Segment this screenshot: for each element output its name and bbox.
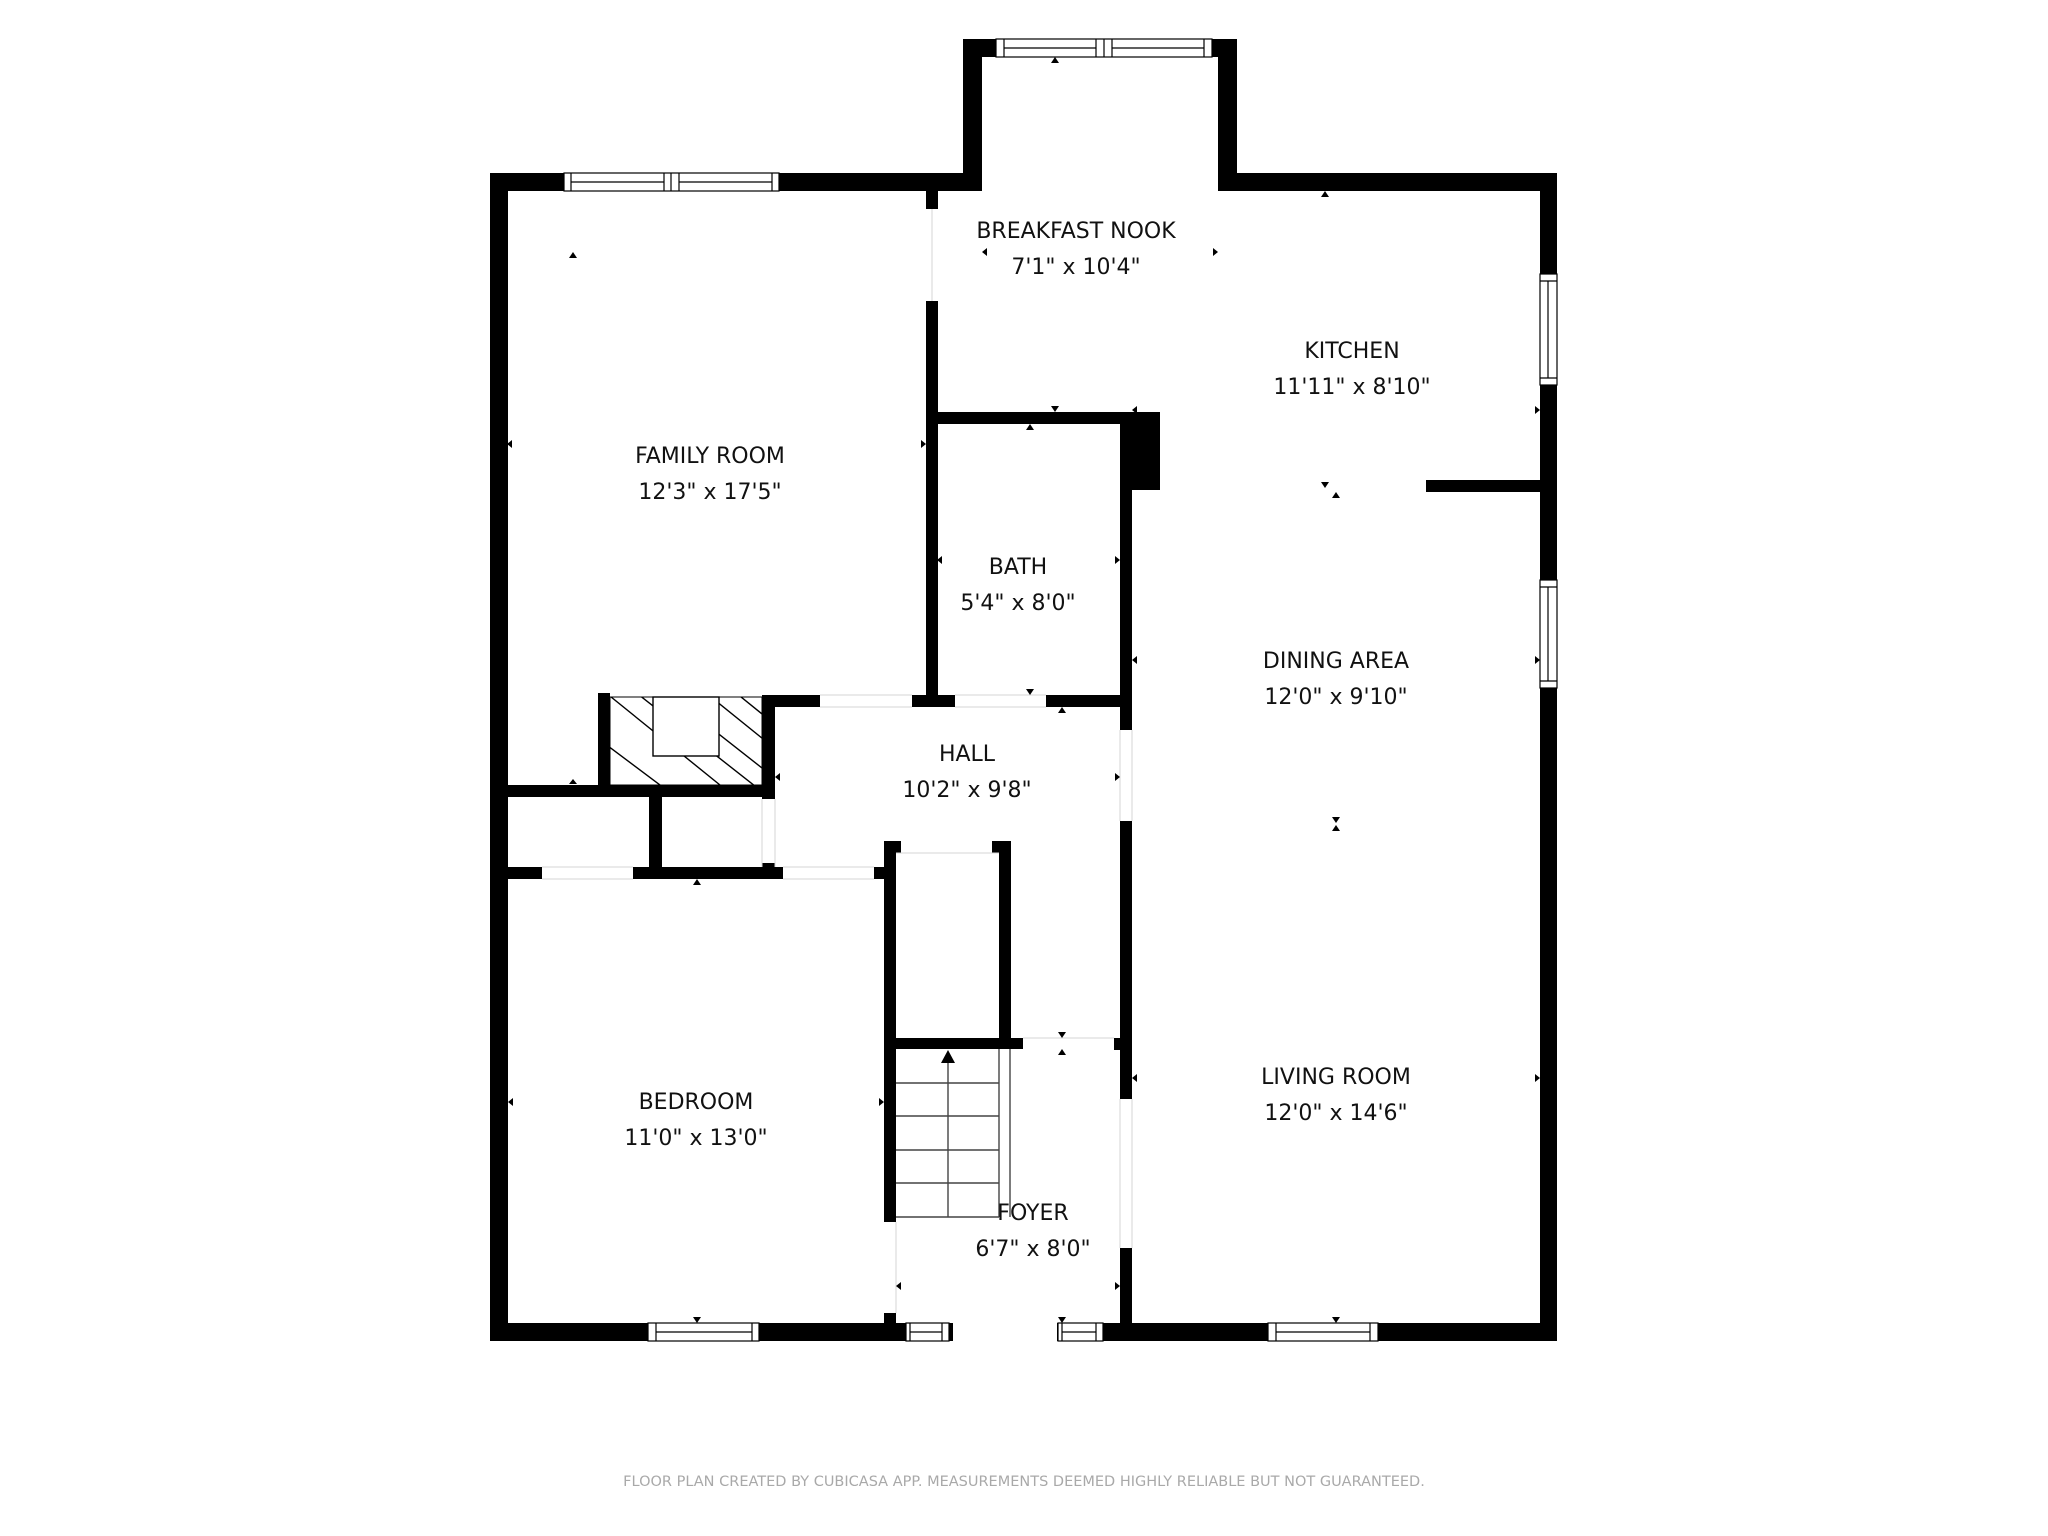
windows — [563, 38, 1558, 1342]
room-name: BEDROOM — [638, 1090, 754, 1115]
room-dimensions: 5'4" x 8'0" — [960, 591, 1076, 616]
window-family-room — [563, 172, 780, 192]
window-breakfast-nook — [995, 38, 1213, 58]
room-dimensions: 12'0" x 14'6" — [1264, 1101, 1408, 1126]
room-name: LIVING ROOM — [1261, 1065, 1411, 1090]
measurement-ticks — [507, 57, 1540, 1323]
room-label-bedroom: BEDROOM 11'0" x 13'0" — [624, 1085, 767, 1157]
room-name: FAMILY ROOM — [635, 444, 785, 469]
window-foyer-right — [1057, 1322, 1104, 1342]
room-name: BREAKFAST NOOK — [976, 219, 1176, 244]
room-label-bath: BATH 5'4" x 8'0" — [960, 550, 1075, 622]
room-label-family-room: FAMILY ROOM 12'3" x 17'5" — [635, 439, 785, 511]
room-name: HALL — [938, 742, 996, 767]
room-label-dining-area: DINING AREA 12'0" x 9'10" — [1263, 644, 1409, 716]
window-foyer-left — [905, 1322, 950, 1342]
room-label-kitchen: KITCHEN 11'11" x 8'10" — [1273, 334, 1430, 406]
room-dimensions: 12'0" x 9'10" — [1264, 685, 1408, 710]
footer-disclaimer: FLOOR PLAN CREATED BY CUBICASA APP. MEAS… — [623, 1474, 1425, 1490]
window-bedroom — [647, 1322, 760, 1342]
room-dimensions: 7'1" x 10'4" — [1011, 255, 1141, 280]
staircase — [896, 1049, 1011, 1218]
window-kitchen — [1539, 273, 1558, 386]
door-openings — [542, 209, 1133, 1313]
room-name: BATH — [988, 555, 1048, 580]
window-living-room — [1267, 1322, 1379, 1342]
room-label-living-room: LIVING ROOM 12'0" x 14'6" — [1261, 1060, 1411, 1132]
room-dimensions: 6'7" x 8'0" — [975, 1237, 1091, 1262]
room-label-foyer: FOYER 6'7" x 8'0" — [975, 1196, 1090, 1268]
room-dimensions: 11'11" x 8'10" — [1273, 375, 1431, 400]
room-label-breakfast-nook: BREAKFAST NOOK 7'1" x 10'4" — [976, 214, 1175, 286]
room-dimensions: 10'2" x 9'8" — [902, 778, 1032, 803]
room-name: DINING AREA — [1262, 649, 1410, 674]
stair-direction-arrow-icon — [941, 1050, 955, 1063]
window-dining-area — [1539, 579, 1558, 689]
room-name: FOYER — [997, 1201, 1069, 1226]
room-label-hall: HALL 10'2" x 9'8" — [902, 737, 1031, 809]
room-dimensions: 12'3" x 17'5" — [638, 480, 782, 505]
room-name: KITCHEN — [1304, 339, 1400, 364]
interior-walls — [490, 191, 1540, 1341]
fireplace — [609, 696, 763, 786]
room-dimensions: 11'0" x 13'0" — [624, 1126, 768, 1151]
